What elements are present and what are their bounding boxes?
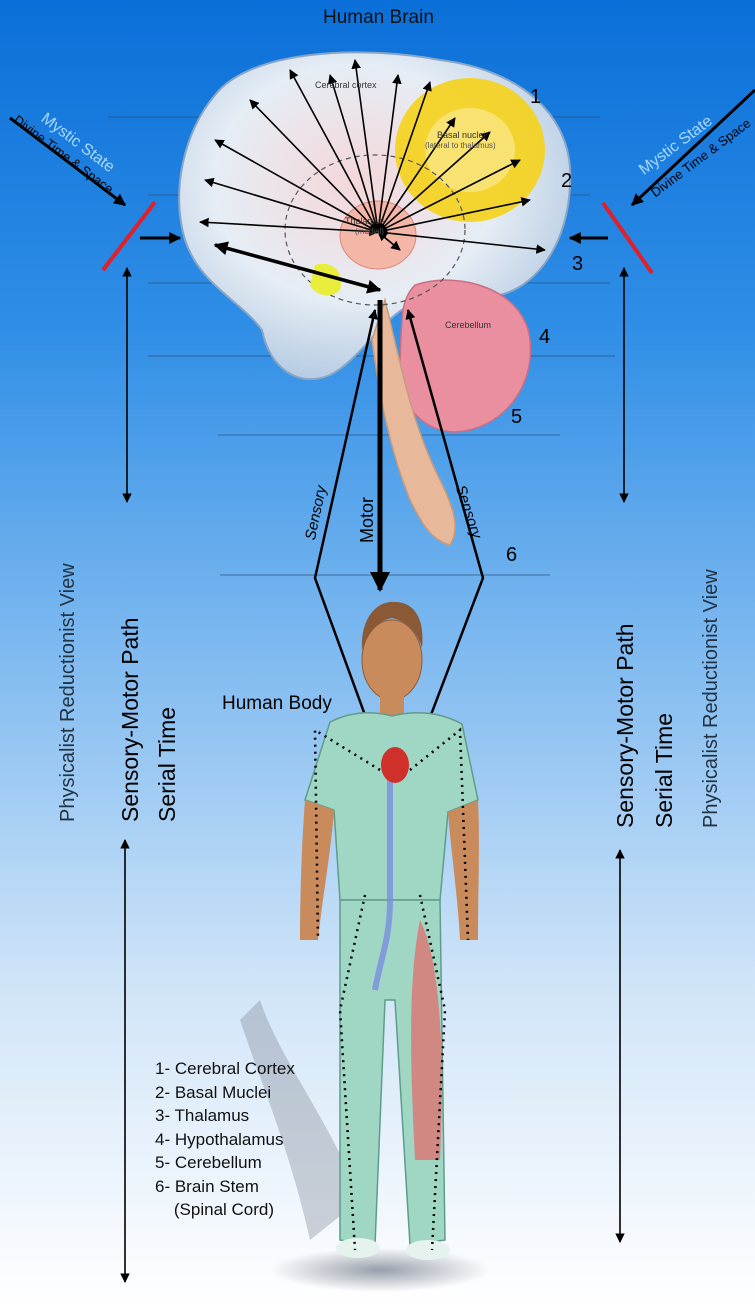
level-number-3: 3 <box>572 253 583 276</box>
level-number-5: 5 <box>511 406 522 429</box>
right-path-label: Sensory-Motor Path <box>612 623 639 828</box>
label-thalamus-sub: (medial) <box>355 227 384 236</box>
label-basal-sub: (lateral to thalamus) <box>425 141 496 150</box>
right-time-label: Serial Time <box>651 713 678 828</box>
motor-label: Motor <box>357 497 378 543</box>
legend: 1- Cerebral Cortex 2- Basal Muclei 3- Th… <box>155 1057 295 1222</box>
right-view-label: Physicalist Reductionist View <box>700 569 723 828</box>
left-path-label: Sensory-Motor Path <box>117 617 144 822</box>
label-thalamus: Thalamus <box>345 216 385 226</box>
red-bar-right <box>603 203 652 273</box>
legend-item: 4- Hypothalamus <box>155 1128 295 1152</box>
level-number-6: 6 <box>506 544 517 567</box>
title: Human Brain <box>323 7 434 29</box>
legend-item: 6- Brain Stem <box>155 1175 295 1199</box>
left-time-label: Serial Time <box>154 707 181 822</box>
legend-item: (Spinal Cord) <box>155 1198 295 1222</box>
left-view-label: Physicalist Reductionist View <box>57 563 80 822</box>
level-number-1: 1 <box>530 86 541 109</box>
human-body-label: Human Body <box>222 693 332 715</box>
level-number-4: 4 <box>539 326 550 349</box>
label-cerebellum: Cerebellum <box>445 320 491 330</box>
red-bar-left <box>103 202 155 270</box>
label-basal: Basal nuclei <box>437 130 486 140</box>
legend-item: 2- Basal Muclei <box>155 1081 295 1105</box>
legend-item: 5- Cerebellum <box>155 1151 295 1175</box>
legend-item: 1- Cerebral Cortex <box>155 1057 295 1081</box>
brain-illustration <box>179 52 570 545</box>
label-cortex: Cerebral cortex <box>315 80 377 90</box>
level-number-2: 2 <box>561 170 572 193</box>
legend-item: 3- Thalamus <box>155 1104 295 1128</box>
